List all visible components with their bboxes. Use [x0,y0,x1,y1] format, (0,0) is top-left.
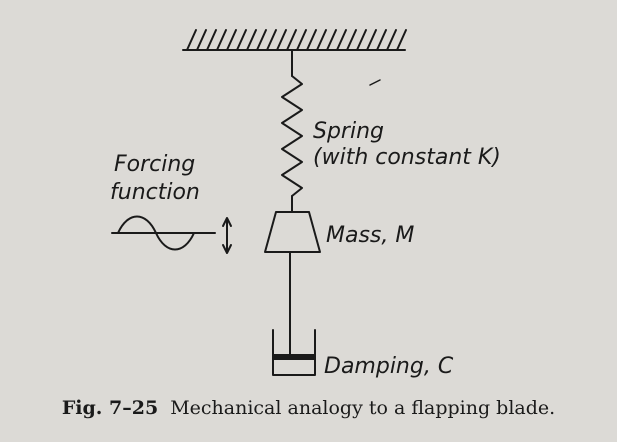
sine-wave [117,215,195,251]
hatch-mark [316,29,327,51]
hatch-mark [226,29,237,51]
mass-block [264,211,321,253]
hatch-mark [246,29,257,51]
spring-coil [281,75,303,197]
mass-label: Mass, M [326,223,414,248]
hatch-mark [186,29,197,51]
hatch-mark [356,29,367,51]
forcing-label: Forcing [114,152,195,177]
hatch-mark [216,29,227,51]
hatch-mark [346,29,357,51]
figure-number: Fig. 7–25 [61,397,159,419]
hatch-mark [286,29,297,51]
damper-piston [273,354,315,360]
hatch-mark [336,29,347,51]
stray-mark [369,79,381,86]
caption-text: Mechanical analogy to a flapping blade. [170,397,556,419]
hatch-mark [296,29,307,51]
hatch-mark [236,29,247,51]
arrow-head-up [222,217,232,227]
damping-label: Damping, C [324,354,454,379]
hatch-mark [396,29,407,51]
arrow-head-down [222,244,232,254]
hatch-mark [266,29,277,51]
ceiling-hatch [186,29,407,51]
figure-caption: Fig. 7–25 Mechanical analogy to a flappin… [0,397,617,419]
spring-label: Spring [313,119,384,144]
hatch-mark [206,29,217,51]
hatch-mark [326,29,337,51]
spring-constant-label: (with constant K) [313,145,501,170]
hatch-mark [256,29,267,51]
hatch-mark [306,29,317,51]
hatch-mark [386,29,397,51]
damper-cup [272,329,316,376]
hatch-mark [276,29,287,51]
hatch-mark [196,29,207,51]
hatch-mark [366,29,377,51]
hatch-mark [376,29,387,51]
function-label: function [110,180,200,205]
